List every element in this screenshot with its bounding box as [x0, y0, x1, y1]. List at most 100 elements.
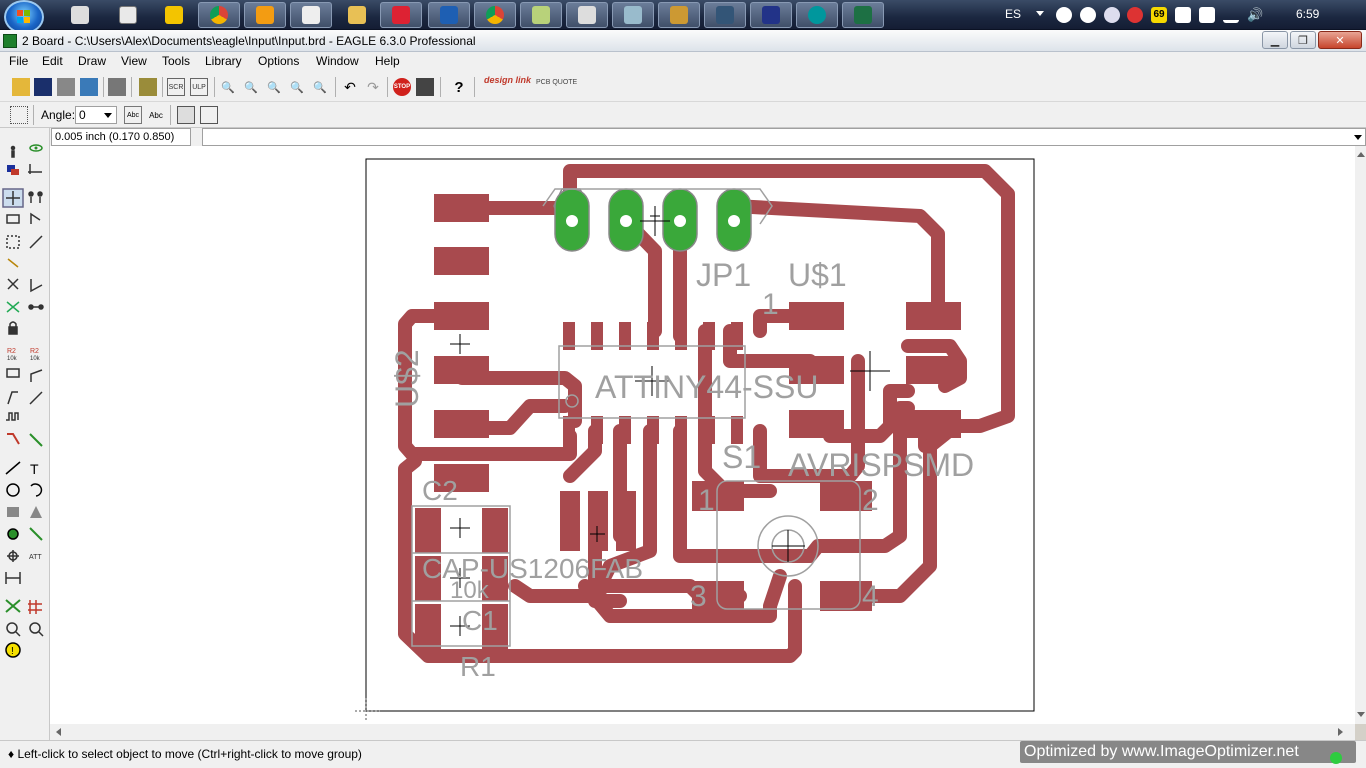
- taskbar-app[interactable]: [428, 2, 470, 28]
- taskbar-media[interactable]: [244, 2, 286, 28]
- menu-window[interactable]: Window: [316, 54, 359, 68]
- taskbar-app[interactable]: [704, 2, 746, 28]
- flag-icon[interactable]: [1175, 7, 1191, 23]
- spin-text-icon[interactable]: Abc: [149, 110, 163, 120]
- optimize-icon[interactable]: [29, 391, 43, 405]
- via-icon[interactable]: [7, 528, 19, 540]
- menu-options[interactable]: Options: [258, 54, 300, 68]
- cloud-icon[interactable]: [1080, 7, 1096, 23]
- tray-badge-icon[interactable]: 69: [1151, 7, 1167, 23]
- ulp-icon[interactable]: ULP: [190, 78, 208, 96]
- change-icon[interactable]: [29, 235, 43, 249]
- meander-icon[interactable]: [6, 412, 19, 421]
- route-icon[interactable]: [7, 433, 20, 445]
- paste-icon[interactable]: [7, 258, 19, 268]
- taskbar-app[interactable]: [290, 2, 332, 28]
- clock[interactable]: 6:59: [1296, 7, 1320, 21]
- taskbar-app[interactable]: [566, 2, 608, 28]
- info-icon[interactable]: [10, 145, 16, 158]
- start-button[interactable]: [4, 0, 44, 34]
- ratsnest-icon[interactable]: [5, 599, 21, 613]
- network-icon[interactable]: [1223, 7, 1239, 23]
- pcb-quote-button[interactable]: PCB QUOTE: [536, 79, 578, 86]
- circle-icon[interactable]: [6, 483, 20, 497]
- zoom-in-icon[interactable]: 🔍: [244, 81, 258, 94]
- library-icon[interactable]: [139, 78, 157, 96]
- close-button[interactable]: ✕: [1318, 31, 1362, 49]
- copy-icon[interactable]: [28, 191, 43, 203]
- rect-icon[interactable]: [7, 507, 19, 517]
- menu-library[interactable]: Library: [205, 54, 242, 68]
- mail-icon[interactable]: [1127, 7, 1143, 23]
- help-icon[interactable]: ?: [454, 78, 464, 96]
- taskbar-arduino[interactable]: [796, 2, 838, 28]
- smash-icon[interactable]: [6, 368, 20, 378]
- zoom-fit-icon[interactable]: 🔍: [221, 81, 235, 94]
- zoom-out-icon[interactable]: 🔍: [267, 81, 281, 94]
- language-indicator[interactable]: ES: [1005, 7, 1022, 21]
- undo-icon[interactable]: ↶: [344, 78, 356, 95]
- rotate-icon[interactable]: [30, 212, 41, 224]
- taskbar-app[interactable]: [520, 2, 562, 28]
- show-icon[interactable]: [29, 144, 43, 152]
- menu-tools[interactable]: Tools: [162, 54, 191, 68]
- hole-icon[interactable]: [7, 550, 19, 562]
- eagle-app-icon[interactable]: [3, 34, 17, 48]
- jp1-pads[interactable]: [553, 188, 752, 252]
- redo-icon[interactable]: ↷: [367, 78, 379, 95]
- zoom-redraw-icon[interactable]: 🔍: [290, 81, 304, 94]
- speaker-icon[interactable]: 🔊: [1247, 7, 1264, 22]
- taskbar-app[interactable]: [750, 2, 792, 28]
- text-icon[interactable]: T: [30, 461, 39, 477]
- scroll-down-icon[interactable]: [1357, 712, 1365, 717]
- display-layers-icon[interactable]: [7, 165, 19, 175]
- lock-icon[interactable]: [8, 321, 18, 335]
- mirror-icon[interactable]: [6, 214, 20, 224]
- warning-icon[interactable]: !: [5, 642, 21, 658]
- scroll-left-icon[interactable]: [56, 728, 61, 736]
- taskbar-app[interactable]: [612, 2, 654, 28]
- board-switch-icon[interactable]: [108, 78, 126, 96]
- scroll-up-icon[interactable]: [1357, 152, 1365, 157]
- taskbar-app-icon[interactable]: [66, 2, 94, 28]
- add-icon[interactable]: [30, 279, 43, 293]
- pcb-layout[interactable]: JP1 U$1 1 U$2 ATTINY44-SSU S1 AVRISPSMD …: [50, 146, 1355, 724]
- design-link-button[interactable]: design link: [484, 75, 532, 85]
- taskbar-excel[interactable]: [842, 2, 884, 28]
- errors-icon[interactable]: [29, 622, 44, 637]
- mark-icon[interactable]: [28, 164, 42, 174]
- save-icon[interactable]: [34, 78, 52, 96]
- scroll-right-icon[interactable]: [1338, 728, 1343, 736]
- signal-icon[interactable]: [29, 527, 43, 541]
- replace-icon[interactable]: [6, 301, 20, 313]
- copper-pads[interactable]: [415, 194, 961, 649]
- cloud-icon[interactable]: [1104, 7, 1120, 23]
- wire-icon[interactable]: [5, 461, 21, 475]
- taskbar-calculator[interactable]: [114, 2, 142, 28]
- menu-file[interactable]: File: [9, 54, 29, 68]
- go-icon[interactable]: [416, 78, 434, 96]
- taskbar-app[interactable]: [380, 2, 422, 28]
- menu-view[interactable]: View: [121, 54, 147, 68]
- vertical-scrollbar[interactable]: [1355, 146, 1366, 724]
- maximize-button[interactable]: ❐: [1290, 31, 1316, 49]
- command-line-input[interactable]: [202, 128, 1366, 146]
- board-canvas[interactable]: JP1 U$1 1 U$2 ATTINY44-SSU S1 AVRISPSMD …: [50, 146, 1355, 724]
- cloud-upload-icon[interactable]: [1056, 7, 1072, 23]
- minimize-button[interactable]: ▁: [1262, 31, 1288, 49]
- menu-draw[interactable]: Draw: [78, 54, 107, 68]
- miter-icon[interactable]: [30, 369, 43, 382]
- taskbar-explorer[interactable]: [336, 2, 378, 28]
- attribute-icon[interactable]: ATT: [29, 554, 42, 561]
- taskbar-app[interactable]: [160, 2, 188, 28]
- zoom-select-icon[interactable]: 🔍: [313, 81, 327, 94]
- polygon-icon[interactable]: [30, 506, 42, 518]
- layer-right-icon[interactable]: [200, 106, 218, 124]
- chevron-down-icon[interactable]: [104, 113, 112, 118]
- cam-processor-icon[interactable]: [80, 78, 98, 96]
- stop-icon[interactable]: STOP: [393, 78, 411, 96]
- grid-icon[interactable]: [10, 106, 28, 124]
- delete-icon[interactable]: [7, 278, 19, 290]
